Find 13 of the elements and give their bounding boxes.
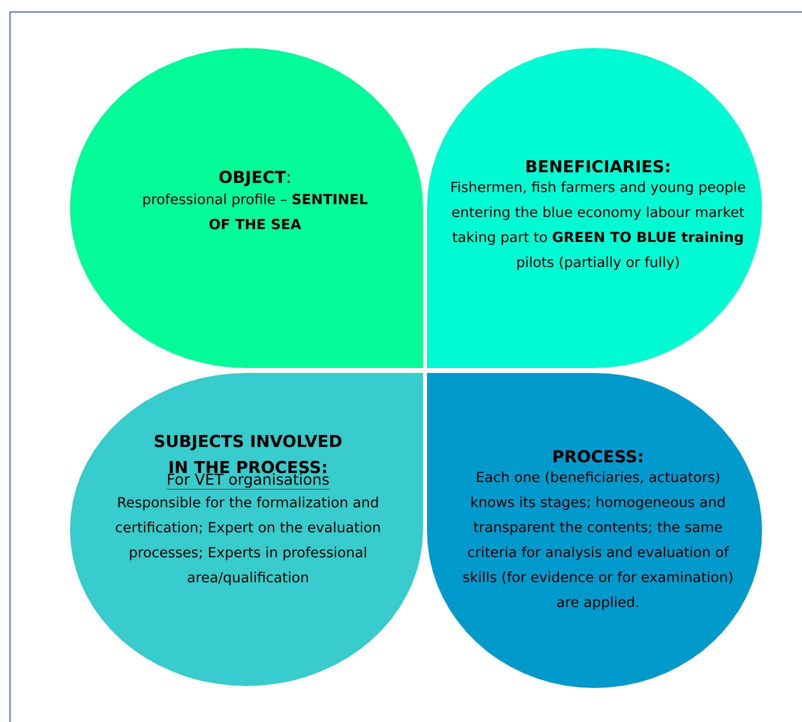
petal-text: Responsible for the formalization and certification; Expert on the evaluation processes; Experts in professional area/qualification bbox=[116, 496, 380, 586]
petal-text: Fishermen, fish farmers and young people entering the blue economy labour market taking part to GREEN TO BLUE training pilots (partially or fully) bbox=[452, 181, 746, 270]
petal-shape bbox=[70, 48, 423, 368]
petal-shape bbox=[70, 373, 423, 686]
petal-heading: OBJECT: bbox=[219, 170, 290, 186]
petal-heading: BENEFICIARIES: bbox=[526, 160, 670, 173]
petal-subheading: For VET organisations bbox=[166, 473, 330, 490]
petal-shape bbox=[427, 373, 762, 688]
petal-text: professional profile – SENTINEL OF THE SEA bbox=[143, 194, 368, 230]
petal-heading: SUBJECTS INVOLVED IN THE PROCESS: bbox=[154, 434, 342, 474]
petal-text: Each one (beneficiaries, actuators) knows its stages; homogeneous and transparent the contents; the same criteria for analysis and evaluation of skills (for evidence or for examination) are applied. bbox=[463, 471, 732, 610]
petal-shape bbox=[427, 48, 762, 368]
petal-heading: PROCESS: bbox=[554, 450, 642, 463]
